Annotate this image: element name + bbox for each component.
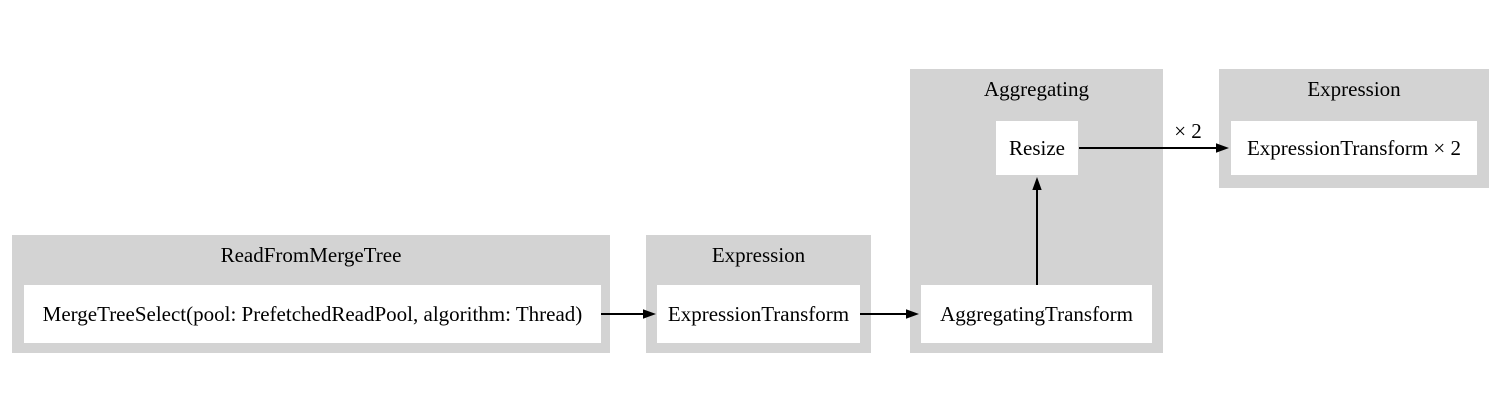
cluster-readfrommergetree-title: ReadFromMergeTree (220, 243, 402, 267)
cluster-expression-2: Expression ExpressionTransform × 2 (1219, 69, 1489, 188)
node-aggregatingtransform: AggregatingTransform (921, 285, 1152, 343)
node-expressiontransform-x2: ExpressionTransform × 2 (1231, 121, 1477, 175)
cluster-expression-2-title: Expression (1307, 77, 1401, 101)
cluster-aggregating-title: Aggregating (984, 77, 1089, 101)
cluster-aggregating: Aggregating Resize AggregatingTransform (910, 69, 1163, 353)
cluster-expression-1: Expression ExpressionTransform (646, 235, 871, 353)
node-expressiontransform: ExpressionTransform (657, 285, 860, 343)
cluster-readfrommergetree: ReadFromMergeTree MergeTreeSelect(pool: … (12, 235, 610, 353)
edge-label-x2: × 2 (1174, 119, 1202, 143)
cluster-expression-1-title: Expression (711, 243, 806, 267)
node-resize: Resize (996, 121, 1078, 175)
node-mergetreeselect: MergeTreeSelect(pool: PrefetchedReadPool… (24, 285, 601, 343)
